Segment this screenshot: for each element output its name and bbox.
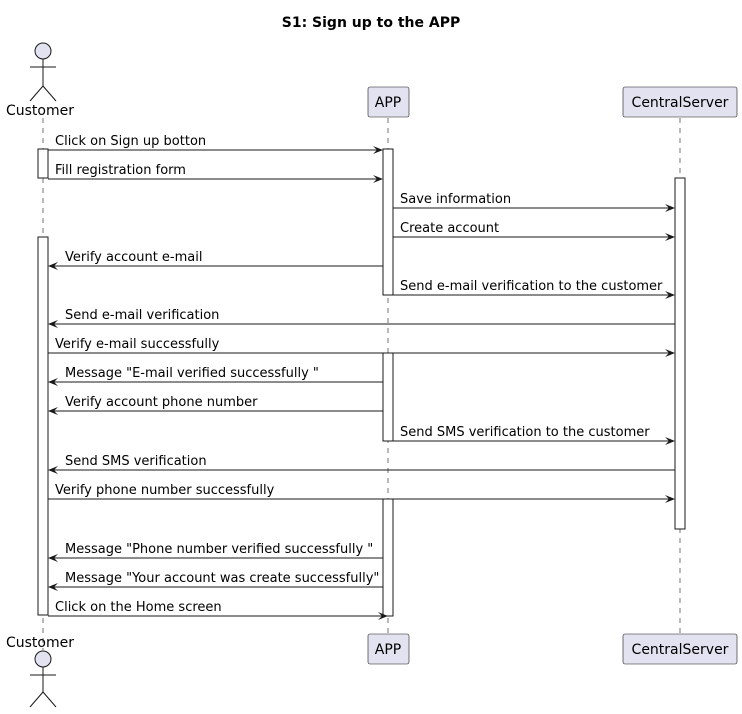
arrowhead-icon [48, 320, 58, 328]
participant-label-customer-top: Customer [6, 103, 74, 119]
actor-head-icon [34, 650, 52, 668]
message-label: Message "Your account was create success… [65, 571, 379, 586]
arrowhead-icon [665, 233, 675, 241]
message-label: Send SMS verification to the customer [400, 425, 650, 440]
arrowhead-icon [378, 612, 388, 620]
arrowhead-icon [373, 146, 383, 154]
diagram-title: S1: Sign up to the APP [282, 15, 460, 31]
customer-actor-top: Customer [6, 42, 74, 119]
customer-activation-1 [37, 148, 49, 179]
server-box-bottom: CentralServer [622, 633, 738, 665]
customer-activation-2 [37, 236, 49, 616]
message-label: Verify phone number successfully [55, 483, 275, 498]
actor-body-icon [29, 667, 57, 708]
app-activation-1 [382, 148, 394, 296]
arrowhead-icon [373, 175, 383, 183]
app-activation-3 [382, 498, 394, 617]
app-box [367, 86, 410, 118]
actor-body-icon [29, 59, 57, 102]
customer-actor-bottom: Customer [6, 635, 74, 708]
message-label: Click on the Home screen [55, 600, 222, 615]
arrowhead-icon [665, 495, 675, 503]
server-box-top: CentralServer [622, 86, 738, 118]
app-activation-2 [382, 352, 394, 442]
arrowhead-icon [665, 437, 675, 445]
actor-head-icon [34, 42, 52, 60]
arrowhead-icon [48, 554, 58, 562]
participant-label-app-top: APP [375, 95, 401, 111]
message-label: Click on Sign up botton [55, 134, 206, 149]
message-label: Verify account e-mail [65, 250, 202, 265]
participant-label-customer-bottom: Customer [6, 635, 74, 651]
app-box-top: APP [367, 86, 410, 118]
arrowhead-icon [48, 407, 58, 415]
arrowhead-icon [665, 349, 675, 357]
server-box [622, 86, 738, 118]
message-label: Message "Phone number verified successfu… [65, 542, 373, 557]
server-activation [674, 177, 686, 530]
app-box [367, 633, 410, 665]
arrowhead-icon [48, 378, 58, 386]
arrowhead-icon [665, 291, 675, 299]
message-label: Create account [400, 221, 499, 236]
message-label: Verify account phone number [65, 395, 258, 410]
message-label: Fill registration form [55, 163, 186, 178]
message-label: Send e-mail verification to the customer [400, 279, 663, 294]
app-box-bottom: APP [367, 633, 410, 665]
message-label: Save information [400, 192, 511, 207]
participant-label-server-top: CentralServer [632, 95, 729, 111]
arrowhead-icon [48, 262, 58, 270]
arrowhead-icon [665, 204, 675, 212]
message-label: Verify e-mail successfully [55, 337, 220, 352]
arrowhead-icon [48, 466, 58, 474]
message-label: Send e-mail verification [65, 308, 219, 323]
arrowhead-icon [48, 583, 58, 591]
participant-label-app-bottom: APP [375, 642, 401, 658]
message-label: Send SMS verification [65, 454, 207, 469]
message-label: Message "E-mail verified successfully " [65, 366, 319, 381]
participant-label-server-bottom: CentralServer [632, 642, 729, 658]
server-box [622, 633, 738, 665]
